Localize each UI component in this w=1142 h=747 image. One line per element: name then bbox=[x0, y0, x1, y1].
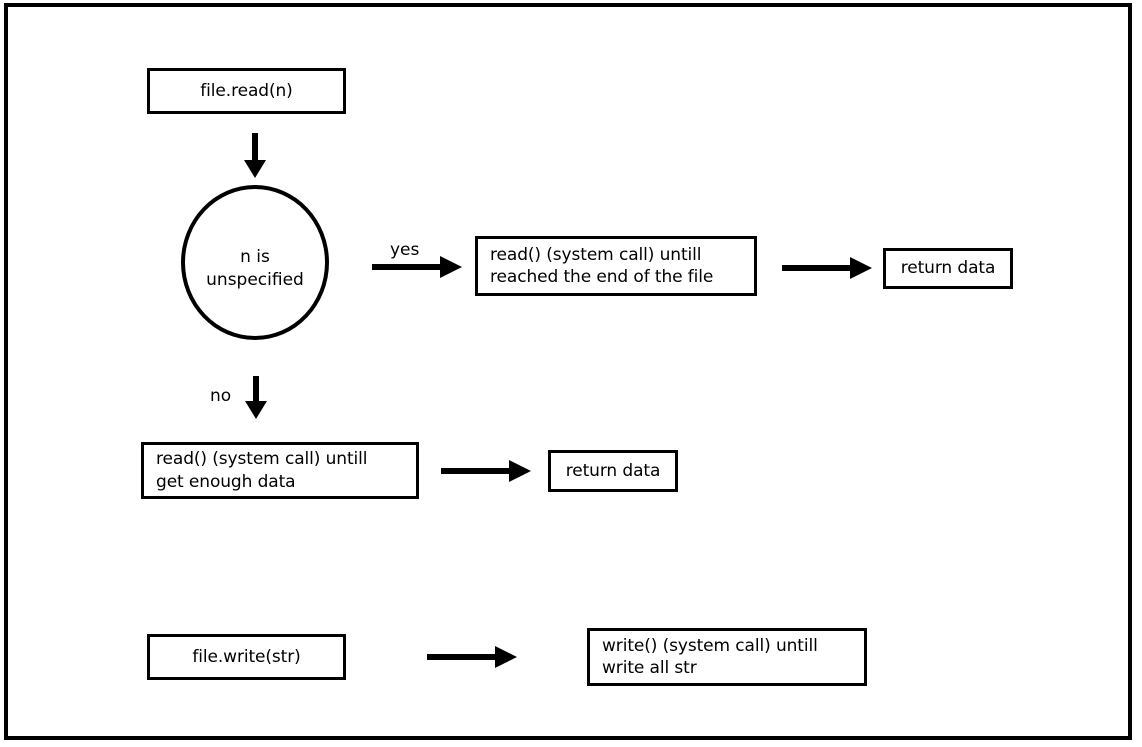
node-write-all: write() (system call) untill write all s… bbox=[587, 628, 867, 686]
arrow-eof-to-return bbox=[782, 255, 874, 281]
arrow-write-to-syscall bbox=[427, 644, 519, 670]
node-file-write-label: file.write(str) bbox=[192, 646, 301, 667]
arrow-decision-yes bbox=[372, 254, 464, 280]
outer-border bbox=[4, 3, 1132, 740]
node-file-read: file.read(n) bbox=[147, 68, 346, 114]
node-read-until-eof-label: read() (system call) untill reached the … bbox=[490, 244, 714, 287]
arrow-decision-no bbox=[241, 376, 271, 420]
node-decision-n-unspecified: n is unspecified bbox=[181, 185, 329, 340]
edge-label-no: no bbox=[210, 386, 232, 406]
node-read-until-eof: read() (system call) untill reached the … bbox=[475, 236, 757, 296]
arrow-read-to-decision bbox=[240, 133, 270, 179]
node-read-until-enough-label: read() (system call) untill get enough d… bbox=[156, 449, 368, 492]
edge-label-yes: yes bbox=[390, 240, 420, 260]
node-return-data-top: return data bbox=[883, 248, 1013, 289]
node-read-until-enough: read() (system call) untill get enough d… bbox=[141, 442, 419, 499]
node-write-all-label: write() (system call) untill write all s… bbox=[602, 635, 818, 678]
node-return-data-top-label: return data bbox=[900, 258, 996, 279]
node-file-write: file.write(str) bbox=[147, 634, 346, 680]
node-file-read-label: file.read(n) bbox=[200, 80, 293, 101]
node-return-data-bottom-label: return data bbox=[565, 460, 661, 481]
node-return-data-bottom: return data bbox=[548, 450, 678, 492]
node-decision-label: n is unspecified bbox=[206, 246, 304, 290]
arrow-enough-to-return bbox=[441, 458, 533, 484]
